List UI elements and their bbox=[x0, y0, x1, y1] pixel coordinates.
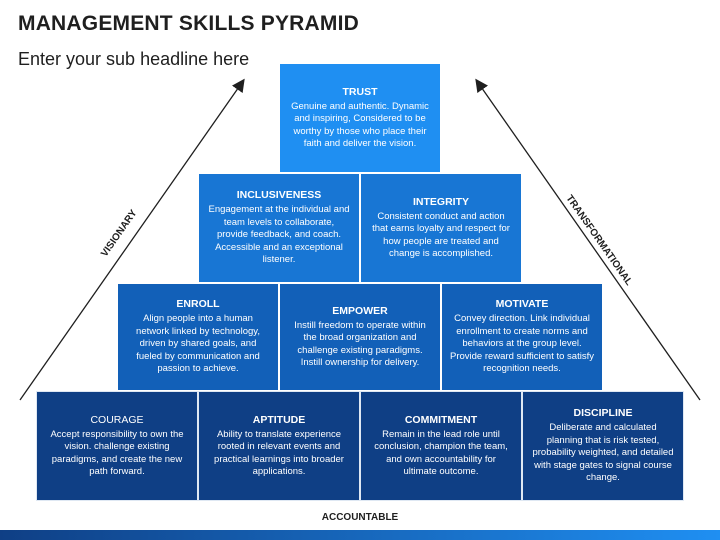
commitment-heading: COMMITMENT bbox=[404, 413, 478, 426]
enroll-text: Align people into a human network linked… bbox=[136, 313, 260, 375]
bottom-bar bbox=[0, 530, 720, 540]
courage-box: COURAGE Accept responsibility to own the… bbox=[36, 391, 198, 501]
trust-text: Genuine and authentic. Dynamic and inspi… bbox=[291, 100, 429, 150]
motivate-text: Convey direction. Link individual enroll… bbox=[450, 313, 594, 375]
enroll-box: ENROLL Align people into a human network… bbox=[117, 283, 279, 391]
aptitude-text: Ability to translate experience rooted i… bbox=[214, 428, 344, 478]
empower-heading: EMPOWER bbox=[332, 304, 388, 317]
aptitude-heading: APTITUDE bbox=[252, 413, 306, 426]
empower-text: Instill freedom to operate within the br… bbox=[294, 319, 426, 369]
enroll-heading: ENROLL bbox=[176, 298, 220, 311]
aptitude-box: APTITUDE Ability to translate experience… bbox=[198, 391, 360, 501]
page-title: MANAGEMENT SKILLS PYRAMID bbox=[18, 12, 359, 35]
motivate-heading: MOTIVATE bbox=[495, 298, 549, 311]
accountable-label: ACCOUNTABLE bbox=[321, 512, 399, 523]
left-arrow bbox=[19, 78, 245, 401]
discipline-text: Deliberate and calculated planning that … bbox=[532, 422, 674, 484]
page-subtitle: Enter your sub headline here bbox=[18, 49, 250, 69]
commitment-box: COMMITMENT Remain in the lead role until… bbox=[360, 391, 522, 501]
discipline-heading: DISCIPLINE bbox=[573, 407, 633, 420]
inclusiveness-heading: INCLUSIVENESS bbox=[236, 189, 322, 202]
inclusiveness-box: INCLUSIVENESS Engagement at the individu… bbox=[198, 173, 360, 283]
integrity-heading: INTEGRITY bbox=[412, 195, 469, 208]
integrity-box: INTEGRITY Consistent conduct and action … bbox=[360, 173, 522, 283]
trust-box: TRUST Genuine and authentic. Dynamic and… bbox=[279, 63, 441, 173]
right-arrow bbox=[475, 78, 701, 401]
courage-text: Accept responsibility to own the vision.… bbox=[50, 428, 184, 478]
motivate-box: MOTIVATE Convey direction. Link individu… bbox=[441, 283, 603, 391]
inclusiveness-text: Engagement at the individual and team le… bbox=[208, 204, 350, 266]
courage-heading: COURAGE bbox=[90, 413, 144, 426]
integrity-text: Consistent conduct and action that earns… bbox=[372, 210, 510, 260]
commitment-text: Remain in the lead role until conclusion… bbox=[374, 428, 508, 478]
discipline-box: DISCIPLINE Deliberate and calculated pla… bbox=[522, 391, 684, 501]
trust-heading: TRUST bbox=[342, 85, 378, 98]
empower-box: EMPOWER Instill freedom to operate withi… bbox=[279, 283, 441, 391]
